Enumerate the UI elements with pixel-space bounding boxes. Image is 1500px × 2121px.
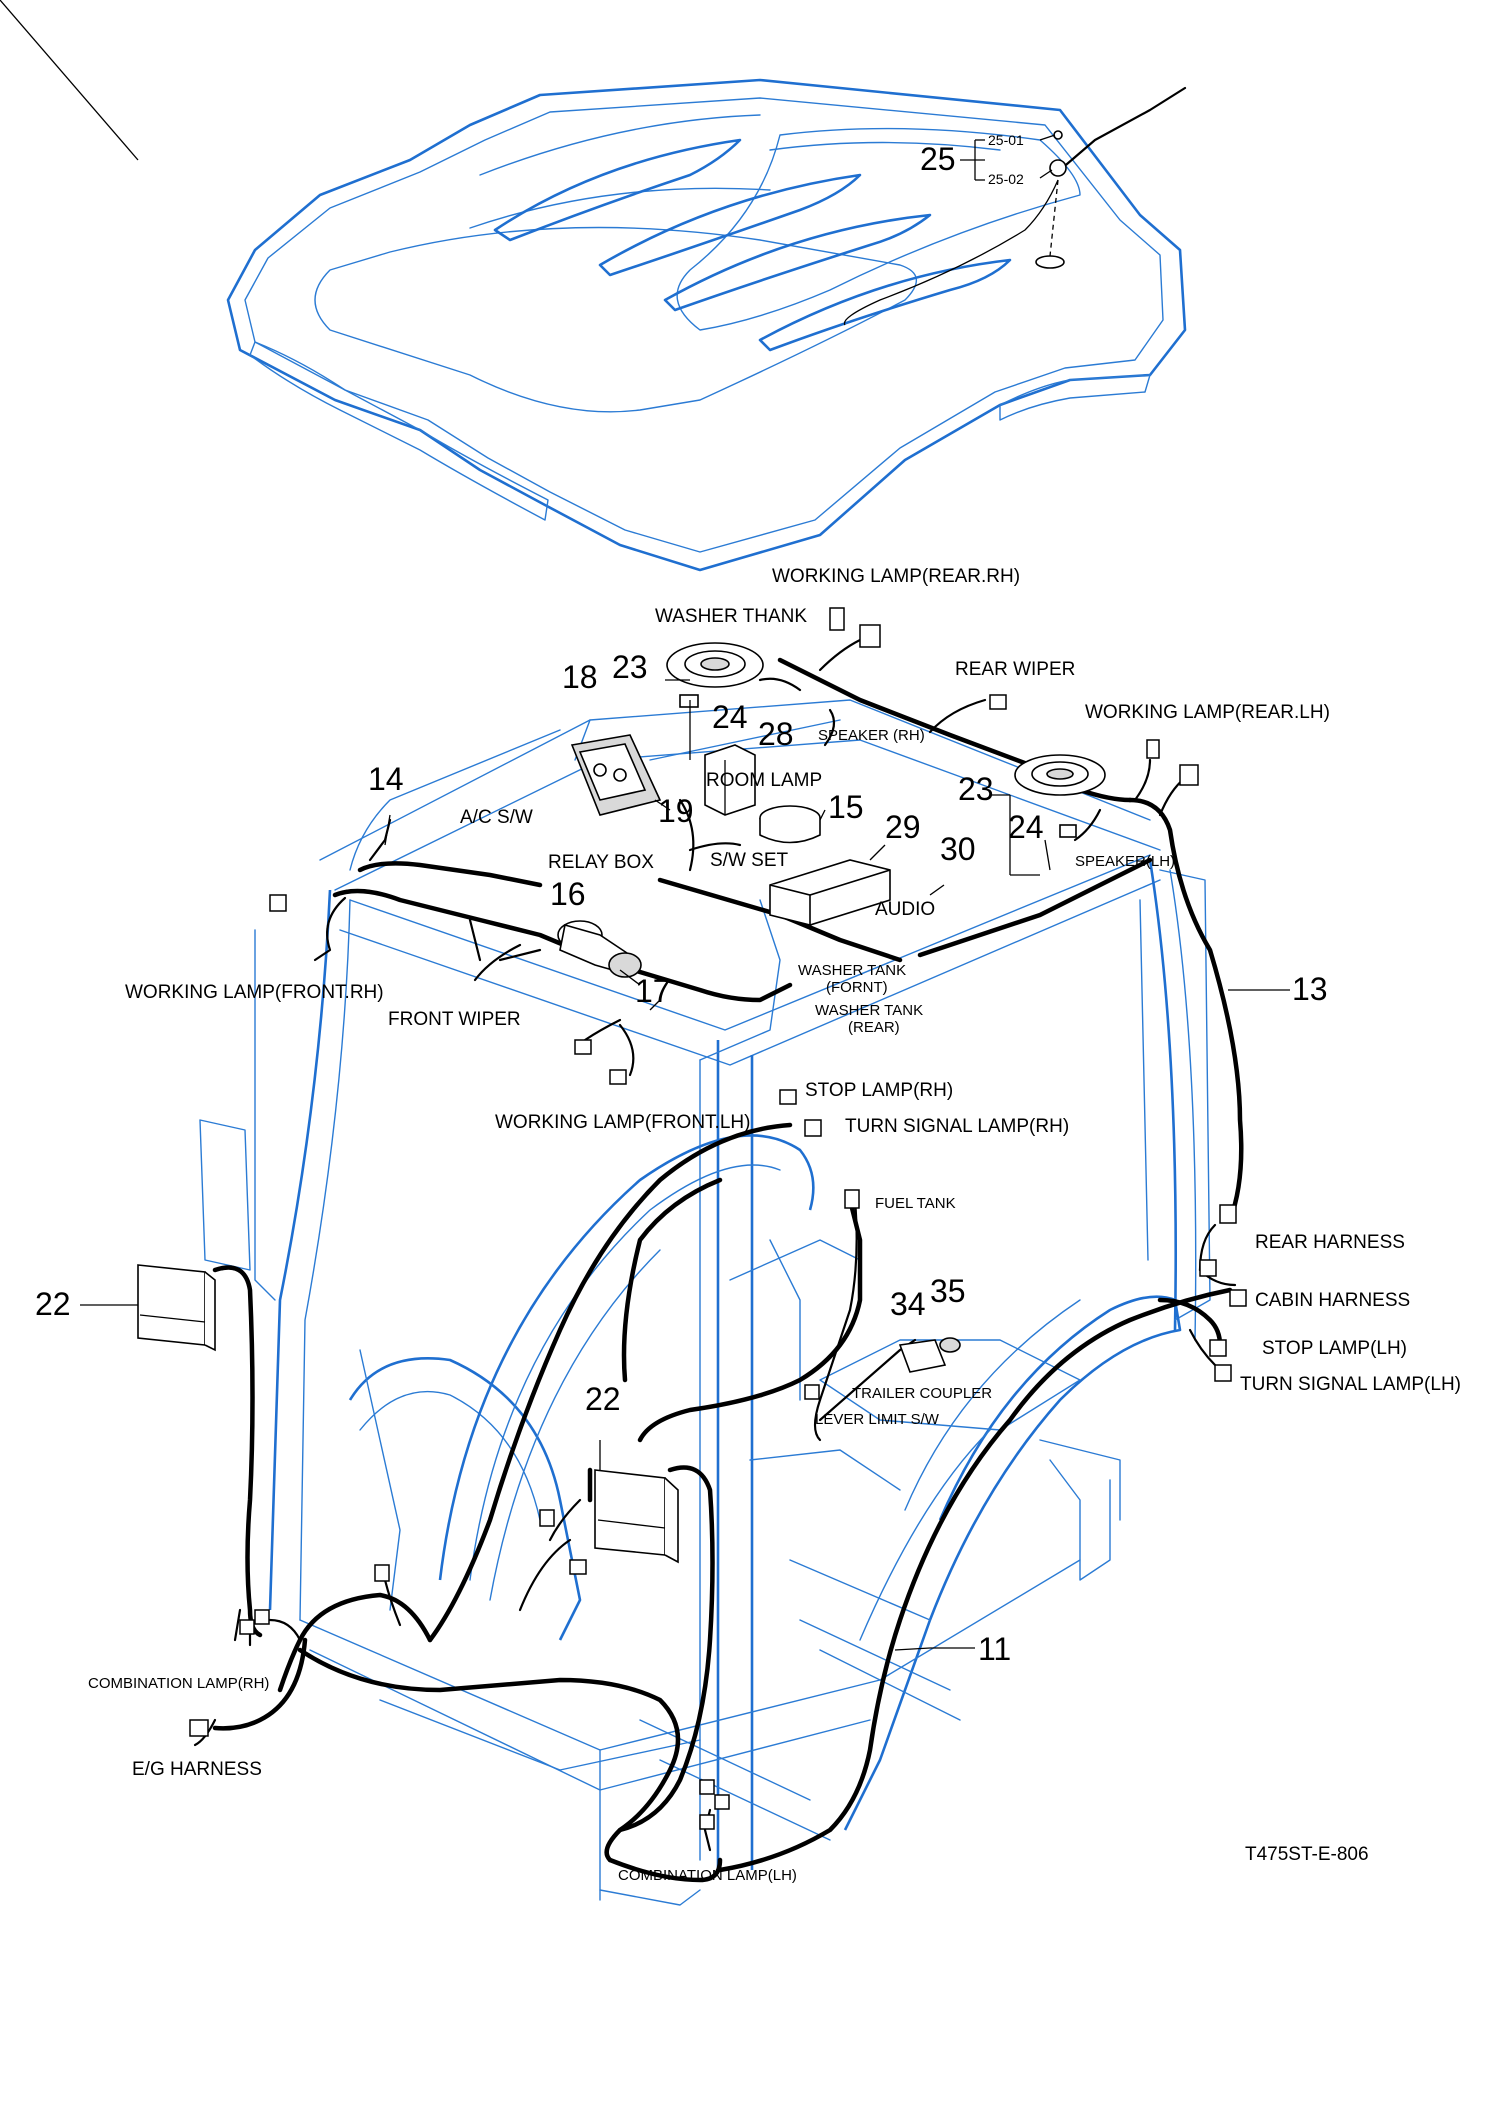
callout-14: 14 bbox=[368, 761, 404, 797]
callout-25: 25 bbox=[920, 141, 956, 177]
label-turn-signal-lamp-rh: TURN SIGNAL LAMP(RH) bbox=[845, 1116, 1069, 1137]
label-speaker-lh: SPEAKER(LH) bbox=[1075, 853, 1175, 870]
dome-light-part bbox=[759, 805, 821, 844]
label-working-lamp-front-lh: WORKING LAMP(FRONT.LH) bbox=[495, 1112, 750, 1133]
speaker-lh-part bbox=[1014, 754, 1106, 871]
callout-28: 28 bbox=[758, 716, 794, 752]
label-washer-thank: WASHER THANK bbox=[655, 606, 807, 627]
label-combination-lamp-rh: COMBINATION LAMP(RH) bbox=[88, 1675, 269, 1692]
callout-11: 11 bbox=[978, 1631, 1011, 1667]
callout-22-center: 22 bbox=[585, 1381, 621, 1417]
callout-34: 34 bbox=[890, 1286, 926, 1322]
callout-15: 15 bbox=[828, 789, 864, 825]
label-relay-box: RELAY BOX bbox=[548, 852, 654, 873]
callout-18: 18 bbox=[562, 659, 598, 695]
label-lever-limit-sw: LEVER LIMIT S/W bbox=[815, 1411, 940, 1428]
callout-23-rh: 23 bbox=[612, 649, 648, 685]
drawing-id: T475ST-E-806 bbox=[1245, 1844, 1369, 1865]
wiper-motor-part bbox=[498, 920, 642, 978]
label-room-lamp: ROOM LAMP bbox=[706, 770, 822, 791]
work-lamp-center-part bbox=[594, 1469, 679, 1564]
label-working-lamp-rear-rh: WORKING LAMP(REAR.RH) bbox=[772, 566, 1020, 587]
callout-29: 29 bbox=[885, 809, 921, 845]
callout-25-02: 25-02 bbox=[988, 171, 1024, 187]
label-rear-wiper: REAR WIPER bbox=[955, 659, 1075, 680]
label-washer-tank-rear-1: WASHER TANK bbox=[815, 1002, 923, 1019]
label-sw-set: S/W SET bbox=[710, 850, 789, 871]
label-washer-tank-front-1: WASHER TANK bbox=[798, 962, 906, 979]
callout-30: 30 bbox=[940, 831, 976, 867]
callout-35: 35 bbox=[930, 1273, 966, 1309]
components bbox=[137, 607, 1247, 1830]
label-washer-tank-rear-2: (REAR) bbox=[848, 1019, 900, 1036]
leader-lines bbox=[0, 0, 1290, 1651]
callout-24-rh: 24 bbox=[712, 699, 748, 735]
cabin-roof bbox=[226, 78, 1187, 572]
callout-13: 13 bbox=[1292, 971, 1328, 1007]
label-stop-lamp-lh: STOP LAMP(LH) bbox=[1262, 1338, 1407, 1359]
ac-switch-panel-part bbox=[570, 734, 662, 816]
callout-numbers: 25 25-01 25-02 18 23 24 28 14 19 15 29 3… bbox=[35, 132, 1328, 1667]
callout-16: 16 bbox=[550, 876, 586, 912]
label-audio: AUDIO bbox=[875, 899, 935, 920]
label-washer-tank-front-2: (FORNT) bbox=[826, 979, 888, 996]
work-lamp-left-part bbox=[137, 1264, 216, 1352]
callout-23-lh: 23 bbox=[958, 771, 994, 807]
label-combination-lamp-lh: COMBINATION LAMP(LH) bbox=[618, 1867, 797, 1884]
label-front-wiper: FRONT WIPER bbox=[388, 1009, 521, 1030]
room-lamp-part bbox=[704, 744, 756, 816]
label-fuel-tank: FUEL TANK bbox=[875, 1195, 956, 1212]
callout-19: 19 bbox=[658, 793, 694, 829]
label-ac-sw: A/C S/W bbox=[460, 807, 533, 828]
cabin-frame bbox=[199, 699, 1211, 1906]
label-eg-harness: E/G HARNESS bbox=[132, 1759, 262, 1780]
callout-24-lh: 24 bbox=[1008, 809, 1044, 845]
label-cabin-harness: CABIN HARNESS bbox=[1255, 1290, 1410, 1311]
label-stop-lamp-rh: STOP LAMP(RH) bbox=[805, 1080, 953, 1101]
wiring-harness bbox=[193, 638, 1244, 1883]
callout-25-01: 25-01 bbox=[988, 132, 1024, 148]
component-labels: WORKING LAMP(REAR.RH) WASHER THANK REAR … bbox=[88, 566, 1461, 1884]
label-rear-harness: REAR HARNESS bbox=[1255, 1232, 1405, 1253]
connectors bbox=[189, 607, 1247, 1830]
callout-17: 17 bbox=[635, 973, 671, 1009]
label-working-lamp-rear-lh: WORKING LAMP(REAR.LH) bbox=[1085, 702, 1330, 723]
label-speaker-rh: SPEAKER (RH) bbox=[818, 727, 925, 744]
trailer-coupler-part bbox=[898, 1337, 961, 1373]
callout-22-left: 22 bbox=[35, 1286, 71, 1322]
label-working-lamp-front-rh: WORKING LAMP(FRONT.RH) bbox=[125, 982, 384, 1003]
label-turn-signal-lamp-lh: TURN SIGNAL LAMP(LH) bbox=[1240, 1374, 1461, 1395]
label-trailer-coupler: TRAILER COUPLER bbox=[852, 1385, 992, 1402]
speaker-rh-part bbox=[666, 642, 764, 760]
audio-unit-part bbox=[769, 859, 891, 926]
